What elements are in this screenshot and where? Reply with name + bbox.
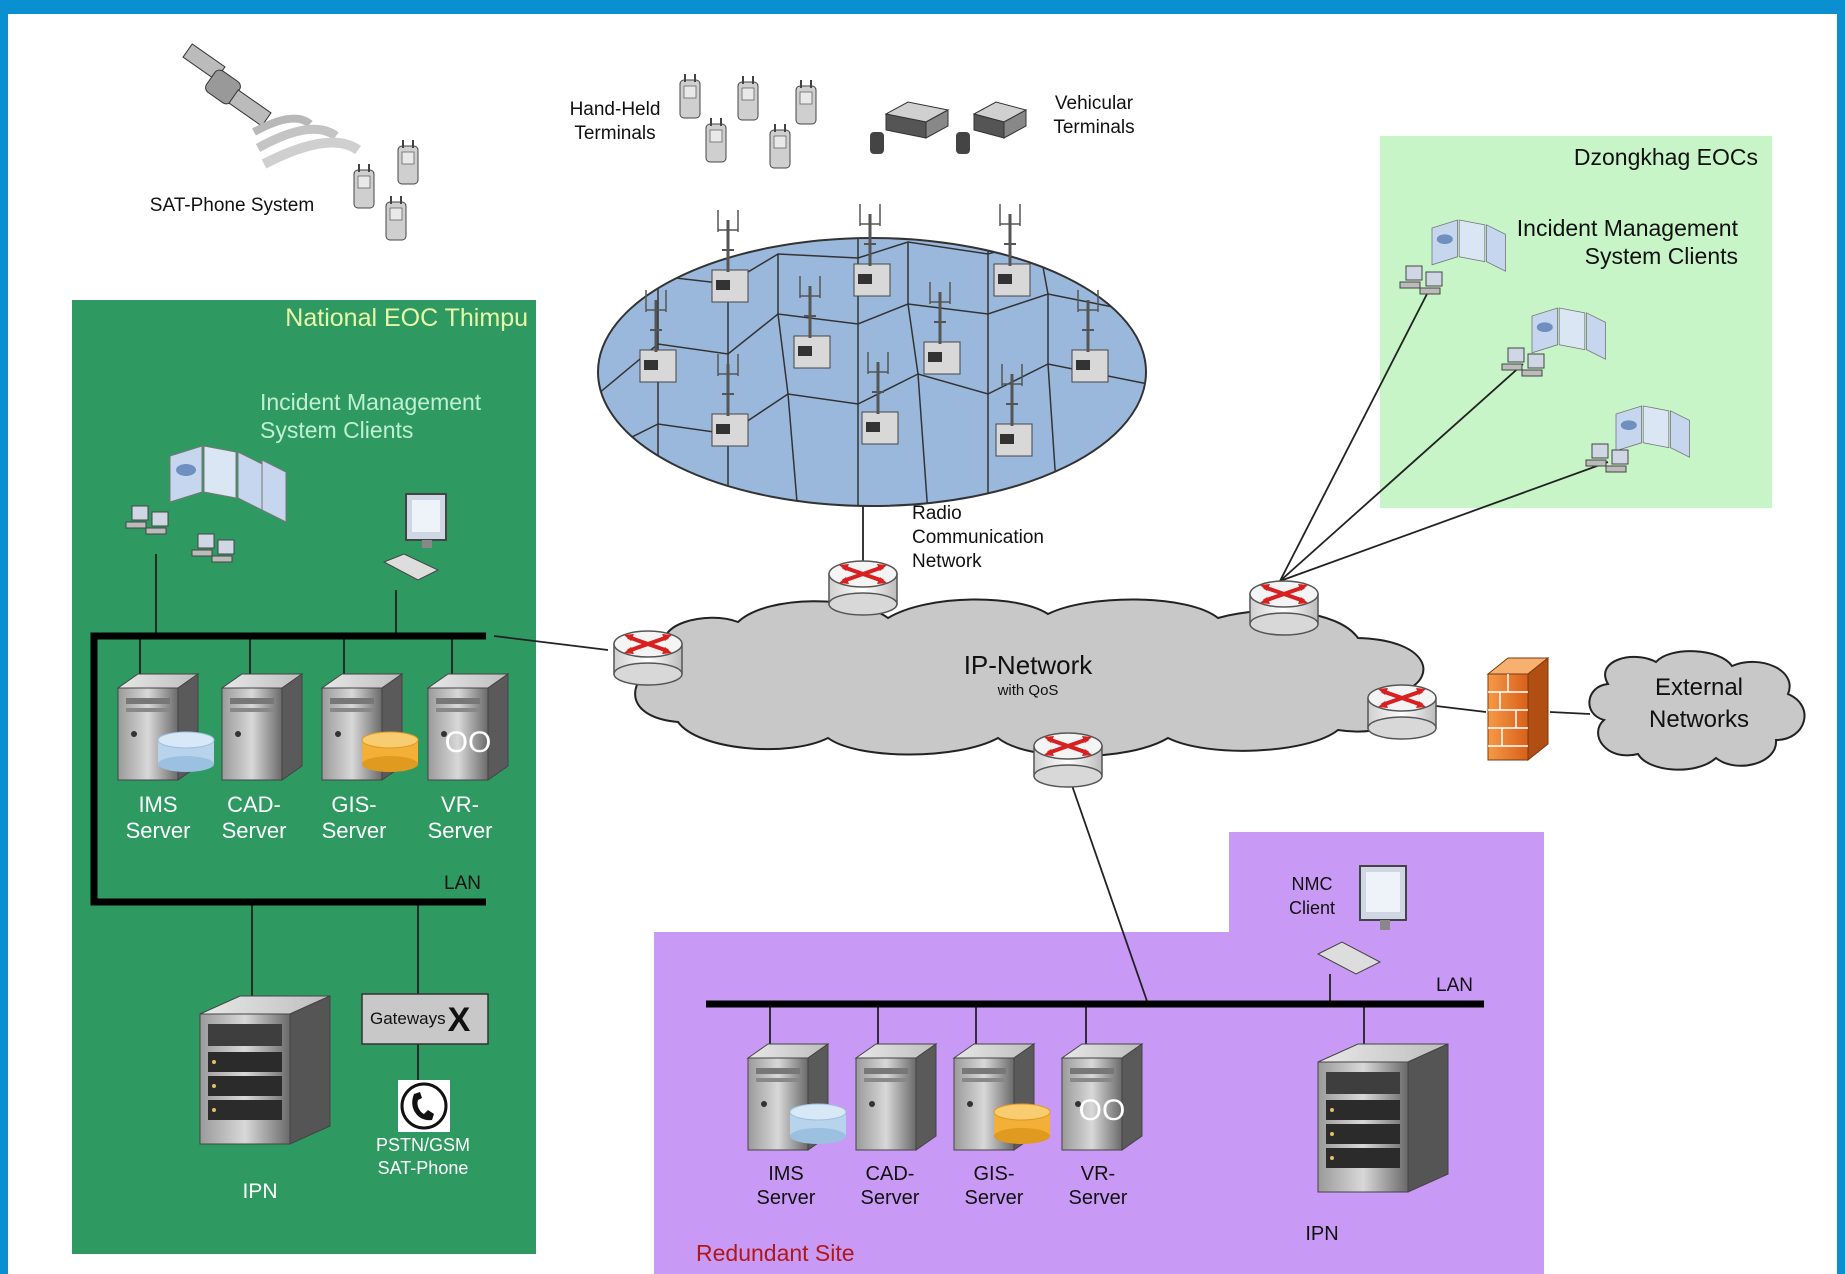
phone-icon bbox=[398, 1080, 450, 1132]
national-ipn-label: IPN bbox=[242, 1180, 278, 1203]
server-name: VR- bbox=[1080, 1163, 1116, 1185]
redundant-database-icon bbox=[789, 1103, 1051, 1144]
national-lan-bus bbox=[90, 632, 486, 906]
redundant-gis-server-label: GIS-Server bbox=[944, 1162, 1044, 1210]
server-suffix: Server bbox=[427, 818, 493, 843]
svg-text:OO: OO bbox=[1079, 1094, 1126, 1127]
gateways-box bbox=[361, 993, 489, 1045]
server-name: CAD- bbox=[865, 1163, 915, 1185]
server-suffix: Server bbox=[1068, 1187, 1128, 1209]
radio-network-label: Radio Communication Network bbox=[912, 503, 1044, 572]
gateways-text: Gateways bbox=[370, 1009, 446, 1028]
server-name: GIS- bbox=[973, 1163, 1015, 1185]
server-suffix: Server bbox=[756, 1187, 816, 1209]
dzongkhag-ims-clients-label: Incident Management System Clients bbox=[1516, 215, 1738, 269]
server-name: VR- bbox=[441, 792, 479, 817]
diagram-canvas: OO OO bbox=[8, 14, 1837, 1274]
redundant-ipn-label: IPN bbox=[1305, 1223, 1339, 1245]
vehicular-terminal-icon bbox=[870, 101, 1028, 154]
database-icon bbox=[157, 731, 419, 772]
pstn-label: PSTN/GSM SAT-Phone bbox=[375, 1135, 470, 1178]
external-networks-label: External Networks bbox=[1648, 674, 1750, 733]
gateways-label: GatewaysX bbox=[370, 1003, 470, 1037]
cad-server-label: CAD-Server bbox=[204, 792, 304, 844]
vr-server-label: VR-Server bbox=[410, 792, 510, 844]
redundant-lan-label: LAN bbox=[1436, 975, 1473, 996]
gateway-mark-icon: X bbox=[447, 1000, 471, 1039]
svg-text:OO: OO bbox=[445, 726, 492, 759]
vehicular-label: Vehicular Terminals bbox=[1053, 93, 1135, 138]
qos-label: with QoS bbox=[997, 682, 1059, 699]
server-name: IMS bbox=[138, 792, 178, 817]
server-name: GIS- bbox=[331, 792, 377, 817]
redundant-vr-server-label: VR-Server bbox=[1048, 1162, 1148, 1210]
rack-server-icon bbox=[199, 995, 331, 1145]
server-suffix: Server bbox=[860, 1187, 920, 1209]
national-ims-clients-label: Incident Management System Clients bbox=[260, 389, 482, 443]
external-networks-cloud bbox=[1588, 650, 1806, 771]
incident-client-workstations bbox=[125, 445, 287, 563]
firewall-icon bbox=[1486, 656, 1550, 762]
redundant-cad-server-label: CAD-Server bbox=[840, 1162, 940, 1210]
redundant-server-icon: OO bbox=[747, 1043, 1143, 1151]
redundant-rack-server-icon bbox=[1317, 1043, 1449, 1193]
keyboard-icon bbox=[382, 553, 440, 581]
connection-lines bbox=[139, 291, 1609, 1084]
server-name: CAD- bbox=[227, 792, 281, 817]
monitor-icon bbox=[405, 493, 447, 548]
national-eoc-title: National EOC Thimpu bbox=[285, 304, 528, 332]
server-suffix: Server bbox=[221, 818, 287, 843]
national-lan-label: LAN bbox=[444, 873, 481, 894]
radio-cell-network bbox=[597, 237, 1147, 507]
server-name: IMS bbox=[768, 1163, 804, 1185]
nmc-client-label: NMC Client bbox=[1288, 874, 1336, 918]
redundant-site-title: Redundant Site bbox=[696, 1240, 855, 1266]
handheld-label: Hand-Held Terminals bbox=[569, 99, 661, 144]
gis-server-label: GIS-Server bbox=[304, 792, 404, 844]
satellite-icon bbox=[182, 43, 361, 169]
sat-phone-label: SAT-Phone System bbox=[149, 195, 315, 216]
diagram-graphics: OO OO bbox=[72, 43, 1806, 1274]
nmc-monitor-icon bbox=[1316, 865, 1407, 975]
server-suffix: Server bbox=[964, 1187, 1024, 1209]
server-suffix: Server bbox=[125, 818, 191, 843]
ip-network-label: IP-Network bbox=[963, 650, 1093, 680]
server-suffix: Server bbox=[321, 818, 387, 843]
dzongkhag-title: Dzongkhag EOCs bbox=[1573, 144, 1758, 170]
server-icon: OO bbox=[117, 673, 509, 781]
